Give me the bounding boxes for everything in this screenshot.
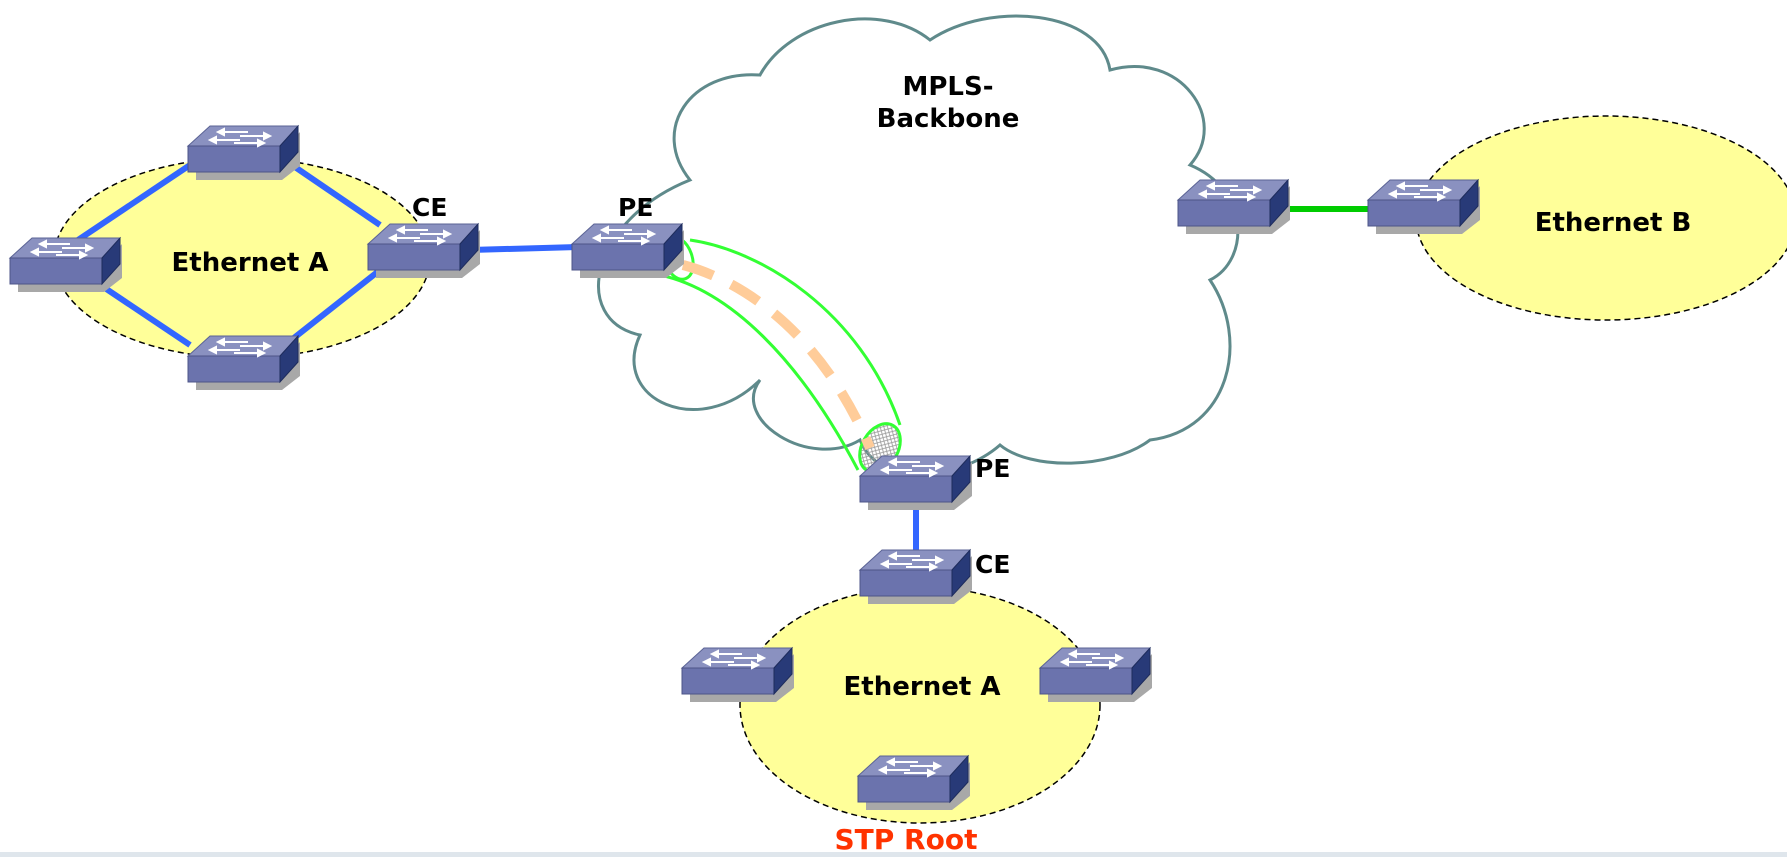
bottom-band: [0, 852, 1787, 857]
ce-left-label: CE: [412, 193, 447, 222]
switch-pe-right: [1177, 179, 1291, 235]
switch-ce-bottom: [859, 549, 973, 605]
switch-left-left: [9, 237, 123, 293]
switch-pe-bottom: [859, 455, 973, 511]
stp-root-label: STP Root: [835, 823, 978, 856]
switch-ethernet-b: [1367, 179, 1481, 235]
pe-left-label: PE: [618, 193, 653, 222]
ce-bottom-label: CE: [975, 550, 1010, 579]
switch-bottom-left: [681, 647, 795, 703]
switch-bottom-right: [1039, 647, 1153, 703]
ethernet-a-left-label: Ethernet A: [172, 248, 329, 278]
site-ethernet-a-bottom: [739, 586, 1101, 824]
switch-stp-root: [857, 755, 971, 811]
pe-bottom-label: PE: [975, 454, 1010, 483]
switch-left-bottom: [187, 335, 301, 391]
mpls-label-line2: Backbone: [877, 104, 1020, 134]
link-ce-pe-left: [469, 244, 579, 253]
ethernet-a-bottom-label: Ethernet A: [844, 672, 1001, 702]
mpls-backbone-cloud: [597, 14, 1240, 476]
pseudowire-path: [681, 260, 875, 450]
ethernet-b-label: Ethernet B: [1535, 208, 1692, 238]
mpls-label-line1: MPLS-: [902, 72, 993, 102]
switch-pe-left: [571, 223, 685, 279]
link-left-bottom-ce: [283, 267, 382, 348]
link-left-left-top: [76, 162, 192, 243]
switch-ce-left: [367, 223, 481, 279]
switch-left-top: [187, 125, 301, 181]
site-ethernet-b: [1415, 115, 1787, 321]
